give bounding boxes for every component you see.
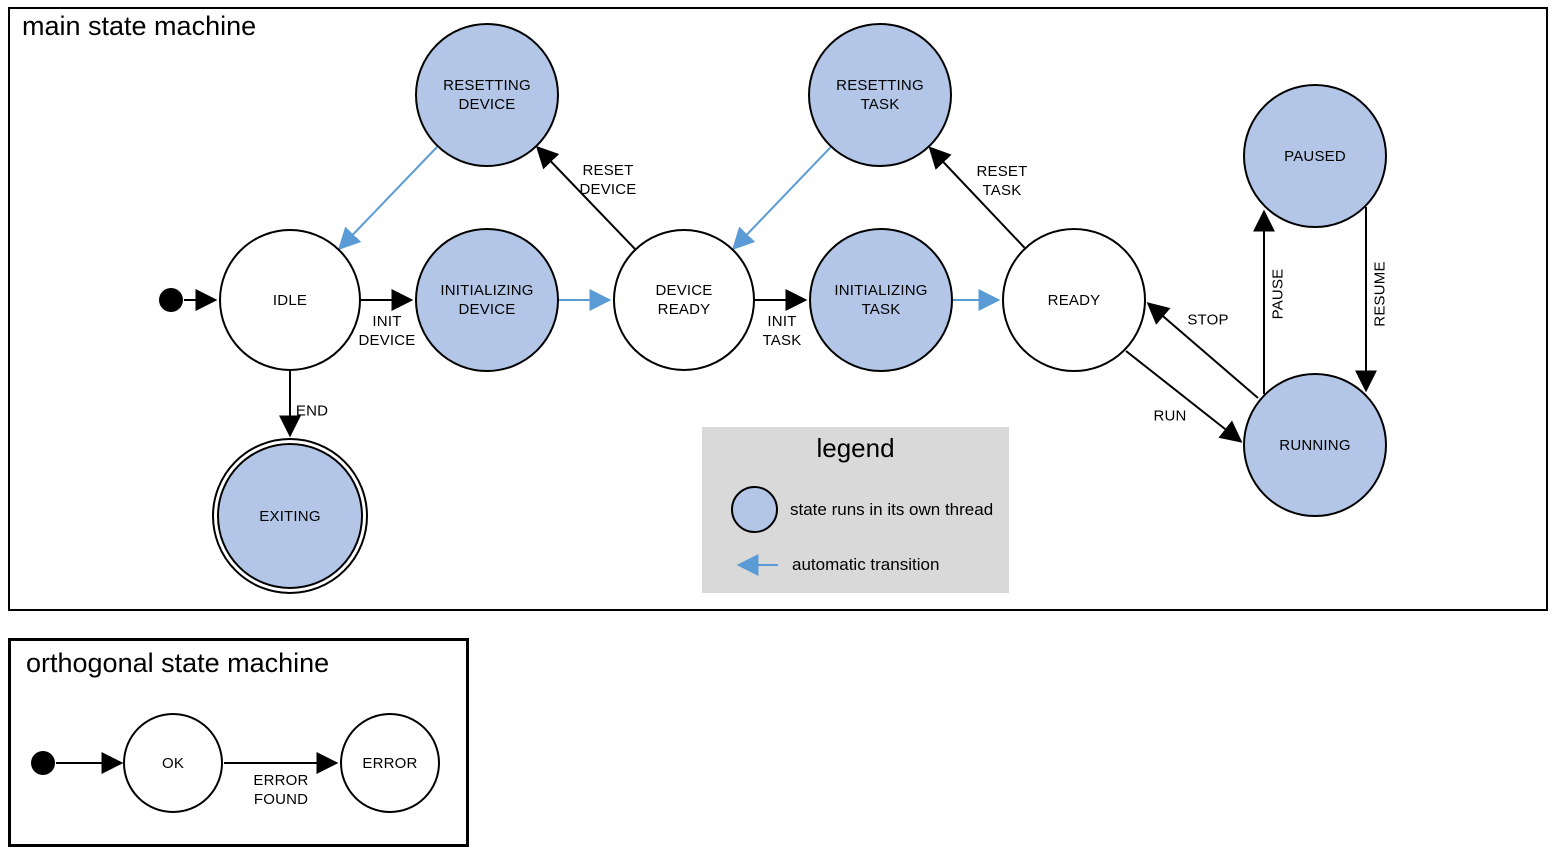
state-running: RUNNING xyxy=(1243,373,1387,517)
state-resetting-task-label-line2: TASK xyxy=(860,96,900,113)
state-device-ready: DEVICE READY xyxy=(613,229,755,371)
state-initializing-device: INITIALIZING DEVICE xyxy=(415,228,559,372)
state-initializing-task-label-line2: TASK xyxy=(861,301,901,318)
state-resetting-device-label-line2: DEVICE xyxy=(458,96,516,113)
state-initializing-device-label-line1: INITIALIZING xyxy=(440,282,534,299)
state-resetting-task: RESETTING TASK xyxy=(808,23,952,167)
transition-reset-task xyxy=(928,146,1026,249)
state-paused-label: PAUSED xyxy=(1284,147,1346,165)
transition-auto-resetdevice-to-idle xyxy=(337,146,438,251)
state-resetting-device-label-line1: RESETTING xyxy=(443,77,531,94)
transition-reset-device xyxy=(535,145,636,250)
state-exiting-final: EXITING xyxy=(212,438,368,594)
state-initializing-task: INITIALIZING TASK xyxy=(809,228,953,372)
label-init-device: INIT DEVICE xyxy=(358,313,416,349)
state-exiting-label: EXITING xyxy=(259,507,321,525)
transition-run xyxy=(1125,350,1243,443)
state-device-ready-label-line1: DEVICE xyxy=(655,282,713,299)
state-error-label: ERROR xyxy=(362,754,418,772)
initial-state-dot-orthogonal xyxy=(31,751,55,775)
state-running-label: RUNNING xyxy=(1279,436,1351,454)
legend-title: legend xyxy=(816,433,895,463)
state-ready-label: READY xyxy=(1047,291,1101,309)
label-reset-device: RESET DEVICE xyxy=(579,162,637,198)
label-resume: RESUME xyxy=(1371,261,1389,327)
legend-threaded-state-swatch xyxy=(731,486,778,533)
legend-threaded-state-label: state runs in its own thread xyxy=(790,500,994,519)
legend-auto-transition-label: automatic transition xyxy=(792,555,940,574)
state-exiting-inner-circle: EXITING xyxy=(217,443,363,589)
label-pause: PAUSE xyxy=(1269,268,1287,320)
state-paused: PAUSED xyxy=(1243,84,1387,228)
state-ok-label: OK xyxy=(161,754,185,772)
state-ready: READY xyxy=(1002,228,1146,372)
state-idle: IDLE xyxy=(219,229,361,371)
initial-state-dot-main xyxy=(159,288,183,312)
state-ok: OK xyxy=(123,713,223,813)
state-idle-label: IDLE xyxy=(272,291,308,309)
main-panel-title: main state machine xyxy=(22,11,257,41)
state-resetting-task-label-line1: RESETTING xyxy=(836,77,924,94)
orthogonal-panel-title: orthogonal state machine xyxy=(26,648,330,678)
label-reset-task: RESET TASK xyxy=(976,163,1028,199)
label-stop: STOP xyxy=(1187,311,1229,329)
label-error-found: ERROR FOUND xyxy=(253,772,309,808)
transition-auto-resettask-to-deviceready xyxy=(731,146,832,251)
state-resetting-device: RESETTING DEVICE xyxy=(415,23,559,167)
state-initializing-device-label-line2: DEVICE xyxy=(458,301,516,318)
label-init-task: INIT TASK xyxy=(762,313,802,349)
state-initializing-task-label-line1: INITIALIZING xyxy=(834,282,928,299)
label-end: END xyxy=(295,402,329,420)
transition-stop xyxy=(1146,302,1259,399)
state-device-ready-label-line2: READY xyxy=(657,301,711,318)
label-run: RUN xyxy=(1153,407,1187,425)
state-error: ERROR xyxy=(340,713,440,813)
